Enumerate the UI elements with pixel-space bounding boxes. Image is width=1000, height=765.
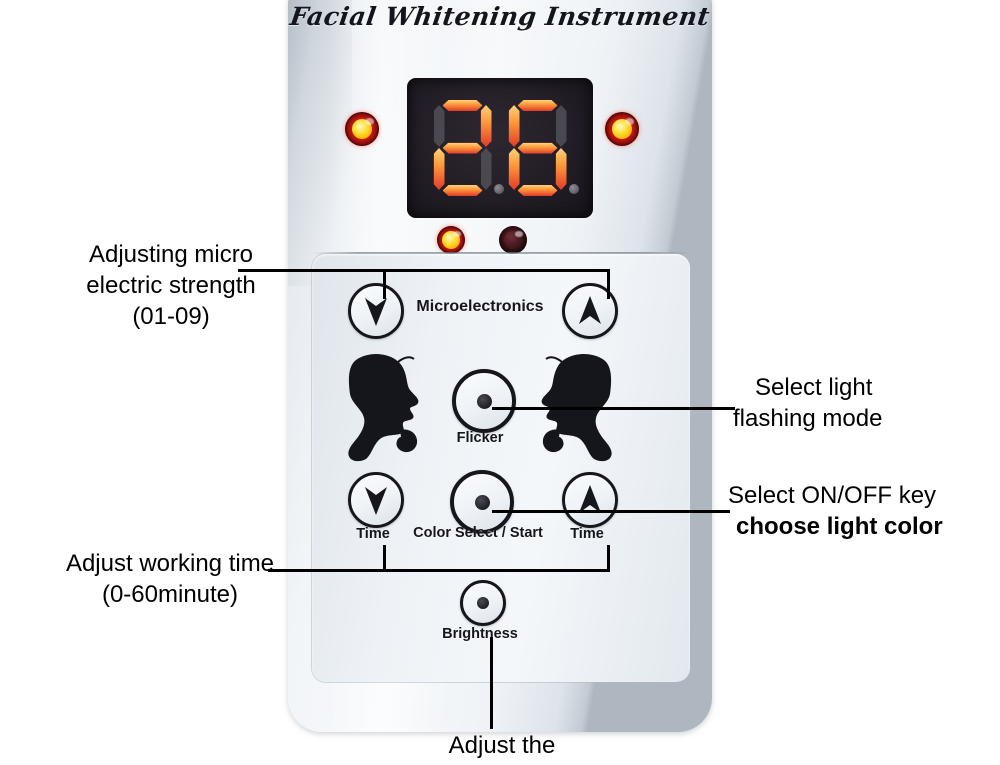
chevron-down-icon xyxy=(365,298,387,326)
segment-f xyxy=(508,105,520,147)
segment-a xyxy=(442,100,483,111)
annotation-micro-line1: Adjusting micro xyxy=(88,241,254,268)
segment-b xyxy=(555,105,567,147)
decimal-point xyxy=(568,184,579,194)
led-display xyxy=(407,78,593,218)
annotation-time-line2: (0-60minute) xyxy=(101,581,239,609)
segment-e xyxy=(433,148,445,190)
leader-line-micro-horizontal xyxy=(238,269,610,272)
annotation-bottom: Adjust the xyxy=(382,730,622,761)
annotation-micro-line2: electric strength xyxy=(86,272,256,300)
annotation-micro-line3: (01-09) xyxy=(132,303,210,331)
leader-line-onoff xyxy=(492,510,730,513)
leader-line-time-drop-left xyxy=(383,545,386,570)
annotation-onoff-line2: choose light color xyxy=(736,513,943,541)
segment-g xyxy=(517,142,558,154)
led-digit-left xyxy=(433,100,504,196)
decimal-point xyxy=(493,184,504,194)
leader-line-micro-drop-right xyxy=(607,269,610,299)
time-increase-button[interactable] xyxy=(562,472,618,528)
microelectronics-label: Microelectronics xyxy=(416,298,544,315)
annotation-flash: Select light flashing mode xyxy=(733,372,973,434)
annotation-onoff: Select ON/OFF key choose light color xyxy=(728,480,996,542)
leader-line-time-drop-right xyxy=(607,545,610,570)
color-select-start-label: Color Select / Start xyxy=(413,525,543,541)
leader-line-micro-drop-left xyxy=(383,269,386,299)
dot-icon xyxy=(477,597,489,609)
chevron-up-icon xyxy=(579,485,601,513)
segment-b xyxy=(480,105,492,147)
annotation-flash-line1: Select light xyxy=(755,374,873,401)
top-right-lamp-icon xyxy=(605,112,639,146)
top-left-lamp-icon xyxy=(345,112,379,146)
annotation-onoff-line1: Select ON/OFF key xyxy=(728,482,937,509)
led-digit-right xyxy=(508,100,579,196)
chevron-down-icon xyxy=(365,487,387,515)
annotation-bottom-line1: Adjust the xyxy=(448,732,556,759)
device-shoulder-shading xyxy=(288,0,352,286)
dot-icon xyxy=(474,494,490,510)
brand-title: Facial Whitening Instrument xyxy=(288,2,712,31)
panel-divider xyxy=(312,252,690,254)
time-increase-label: Time xyxy=(570,526,604,542)
brightness-label: Brightness xyxy=(442,626,518,642)
brightness-button[interactable] xyxy=(460,580,506,626)
segment-c xyxy=(555,148,567,190)
annotation-time: Adjust working time (0-60minute) xyxy=(36,548,304,610)
chevron-up-icon xyxy=(579,296,601,324)
color-select-start-button[interactable] xyxy=(450,470,514,534)
segment-g xyxy=(442,142,483,154)
leader-line-flicker xyxy=(492,407,735,410)
flicker-button[interactable] xyxy=(452,369,516,433)
segment-f xyxy=(433,105,445,147)
face-silhouette-left-icon xyxy=(348,354,419,462)
dot-icon xyxy=(476,393,492,409)
mid-left-lamp-icon xyxy=(437,226,465,254)
time-decrease-button[interactable] xyxy=(348,472,404,528)
segment-d xyxy=(517,185,558,196)
microelectronics-decrease-button[interactable] xyxy=(348,283,404,339)
time-decrease-label: Time xyxy=(356,526,390,542)
annotation-micro: Adjusting micro electric strength (01-09… xyxy=(46,239,296,333)
segment-d xyxy=(442,185,483,196)
leader-line-time-horizontal xyxy=(268,569,610,572)
led-digits xyxy=(407,78,593,218)
device-body: Facial Whitening Instrument xyxy=(288,0,712,732)
annotation-time-line1: Adjust working time xyxy=(65,550,275,577)
flicker-label: Flicker xyxy=(456,430,504,446)
segment-a xyxy=(517,100,558,111)
leader-line-brightness xyxy=(490,637,493,729)
annotation-flash-line2: flashing mode xyxy=(733,405,883,433)
mid-right-lamp-icon xyxy=(499,226,527,254)
segment-e xyxy=(508,148,520,190)
segment-c xyxy=(480,148,492,190)
